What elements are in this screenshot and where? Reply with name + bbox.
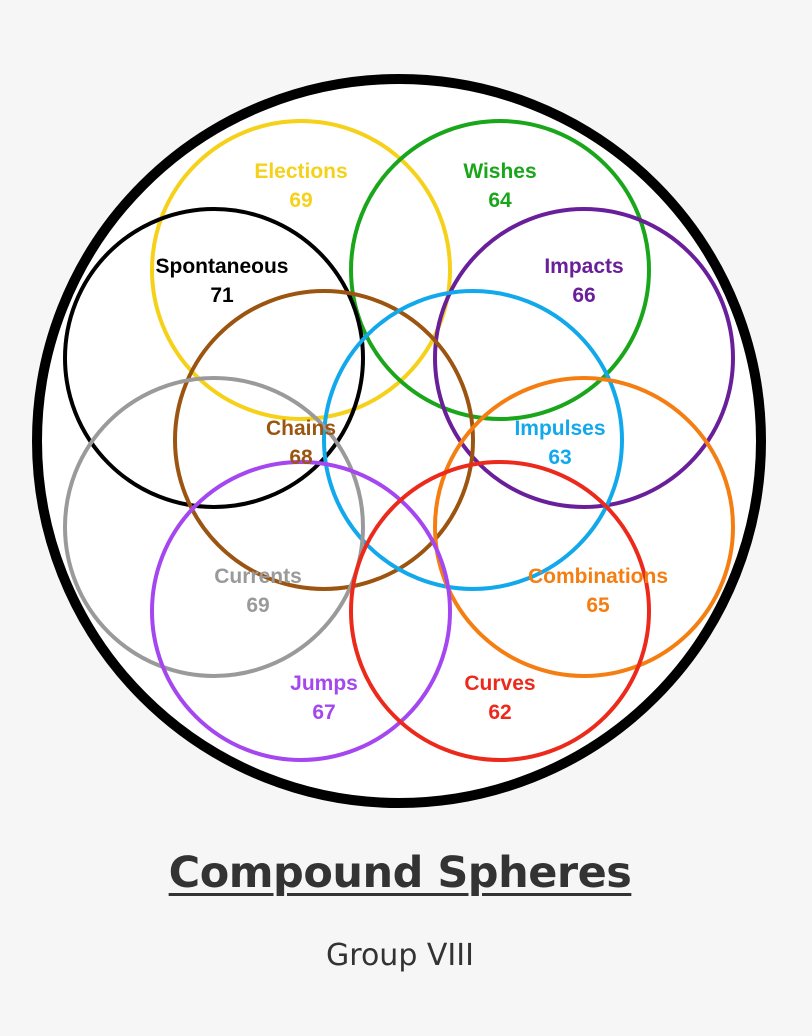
sphere-label-impacts: Impacts: [544, 255, 623, 278]
sphere-label-impulses: Impulses: [514, 417, 605, 440]
sphere-wishes: [349, 119, 651, 421]
sphere-value-curves: 62: [488, 701, 511, 724]
sphere-value-impulses: 63: [548, 446, 571, 469]
sphere-label-elections: Elections: [254, 160, 347, 183]
sphere-chains: [173, 289, 475, 591]
sphere-value-combinations: 65: [586, 594, 610, 617]
sphere-label-spontaneous: Spontaneous: [155, 255, 288, 278]
sphere-label-curves: Curves: [464, 672, 535, 695]
sphere-elections: [150, 119, 452, 421]
sphere-value-jumps: 67: [312, 701, 335, 724]
sphere-value-chains: 68: [289, 446, 313, 469]
sphere-label-chains: Chains: [266, 417, 336, 440]
sphere-impulses: [322, 289, 624, 591]
sphere-combinations: [433, 376, 735, 678]
sphere-value-spontaneous: 71: [210, 284, 234, 307]
page-subtitle: Group VIII: [326, 938, 474, 973]
sphere-impacts: [433, 207, 735, 509]
sphere-value-wishes: 64: [488, 189, 512, 212]
outer-sphere: [32, 74, 766, 808]
sphere-currents: [63, 376, 365, 678]
sphere-value-impacts: 66: [572, 284, 595, 307]
page-title: Compound Spheres: [168, 848, 632, 898]
sphere-jumps: [150, 460, 452, 762]
sphere-label-currents: Currents: [214, 565, 302, 588]
sphere-spontaneous: [63, 207, 365, 509]
sphere-value-currents: 69: [246, 594, 269, 617]
sphere-label-combinations: Combinations: [528, 565, 668, 588]
sphere-label-jumps: Jumps: [290, 672, 358, 695]
sphere-curves: [349, 460, 651, 762]
sphere-value-elections: 69: [289, 189, 312, 212]
sphere-label-wishes: Wishes: [463, 160, 536, 183]
